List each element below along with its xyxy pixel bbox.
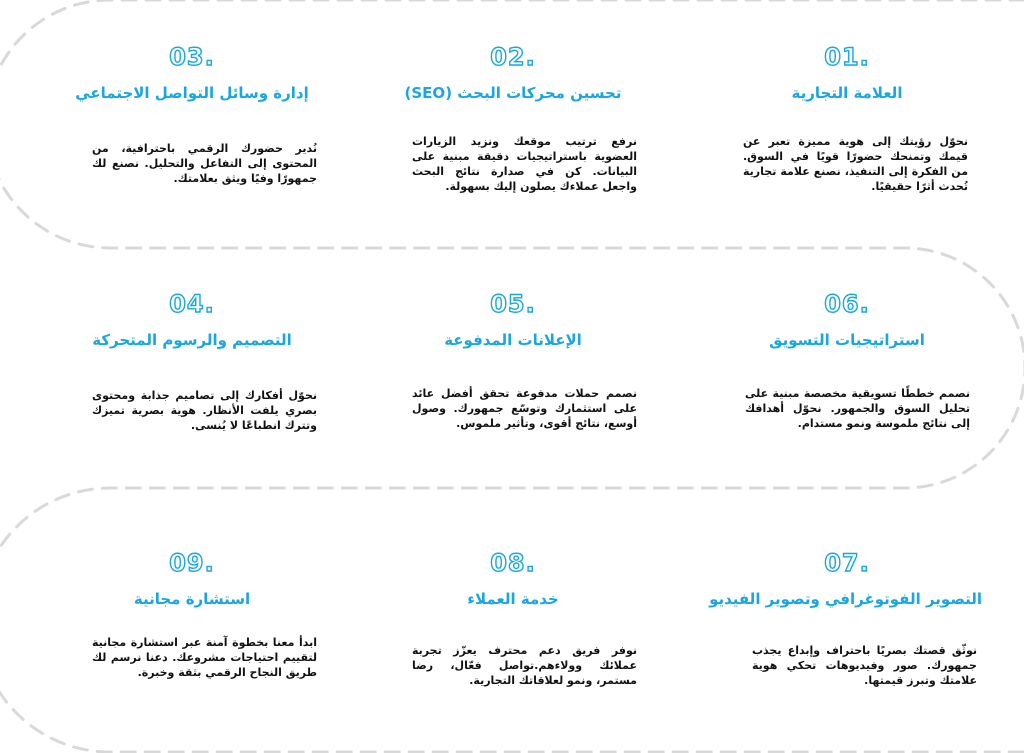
service-description: نوفر فريق دعم محترف يعزّز تجربة عملائك و…: [412, 644, 637, 687]
service-number: 02.: [490, 42, 536, 71]
service-title: استشارة مجانية: [133, 590, 251, 608]
service-card-04: 04. التصميم والرسوم المتحركة: [57, 289, 327, 351]
service-title: التصميم والرسوم المتحركة: [92, 331, 292, 349]
service-description: نوثّق قصتك بصريًا باحتراف وإبداع يجذب جم…: [752, 644, 977, 687]
service-number: 03.: [169, 42, 215, 71]
service-title: التصوير الفوتوغرافي وتصوير الفيديو: [709, 590, 982, 608]
service-description: ابدأ معنا بخطوة آمنة عبر استشارة مجانية …: [92, 636, 317, 679]
service-card-02: 02. تحسين محركات البحث (SEO): [378, 42, 648, 104]
service-title: الإعلانات المدفوعة: [444, 331, 582, 349]
service-description: نصمم خططًا تسويقية مخصصة مبنية على تحليل…: [745, 387, 970, 430]
service-number: 07.: [824, 548, 870, 577]
service-card-09: 09. استشارة مجانية: [57, 548, 327, 610]
service-title: إدارة وسائل التواصل الاجتماعي: [75, 84, 309, 102]
service-card-05: 05. الإعلانات المدفوعة: [378, 289, 648, 351]
service-title: خدمة العملاء: [467, 590, 559, 608]
service-title: العلامة التجارية: [791, 84, 903, 102]
service-title: تحسين محركات البحث (SEO): [404, 84, 622, 102]
service-description: نحوّل أفكارك إلى تصاميم جذابة ومحتوى بصر…: [92, 389, 317, 432]
service-number: 04.: [169, 289, 215, 318]
service-number: 09.: [169, 548, 215, 577]
service-description: نرفع ترتيب موقعك ونزيد الزيارات العضوية …: [412, 135, 637, 193]
service-title: استراتيجيات التسويق: [769, 331, 925, 349]
service-card-08: 08. خدمة العملاء: [378, 548, 648, 610]
service-description: نُدير حضورك الرقمي باحترافية، من المحتوى…: [92, 142, 317, 185]
service-card-06: 06. استراتيجيات التسويق: [712, 289, 982, 351]
service-card-07: 07. التصوير الفوتوغرافي وتصوير الفيديو: [709, 548, 982, 610]
service-card-03: 03. إدارة وسائل التواصل الاجتماعي: [57, 42, 327, 104]
service-description: نحوّل رؤيتك إلى هوية مميزة تعبر عن قيمك …: [743, 135, 968, 193]
service-number: 06.: [824, 289, 870, 318]
service-number: 05.: [490, 289, 536, 318]
service-card-01: 01. العلامة التجارية: [712, 42, 982, 104]
service-description: نصمم حملات مدفوعة تحقق أفضل عائد على است…: [412, 387, 637, 430]
service-number: 08.: [490, 548, 536, 577]
service-number: 01.: [824, 42, 870, 71]
